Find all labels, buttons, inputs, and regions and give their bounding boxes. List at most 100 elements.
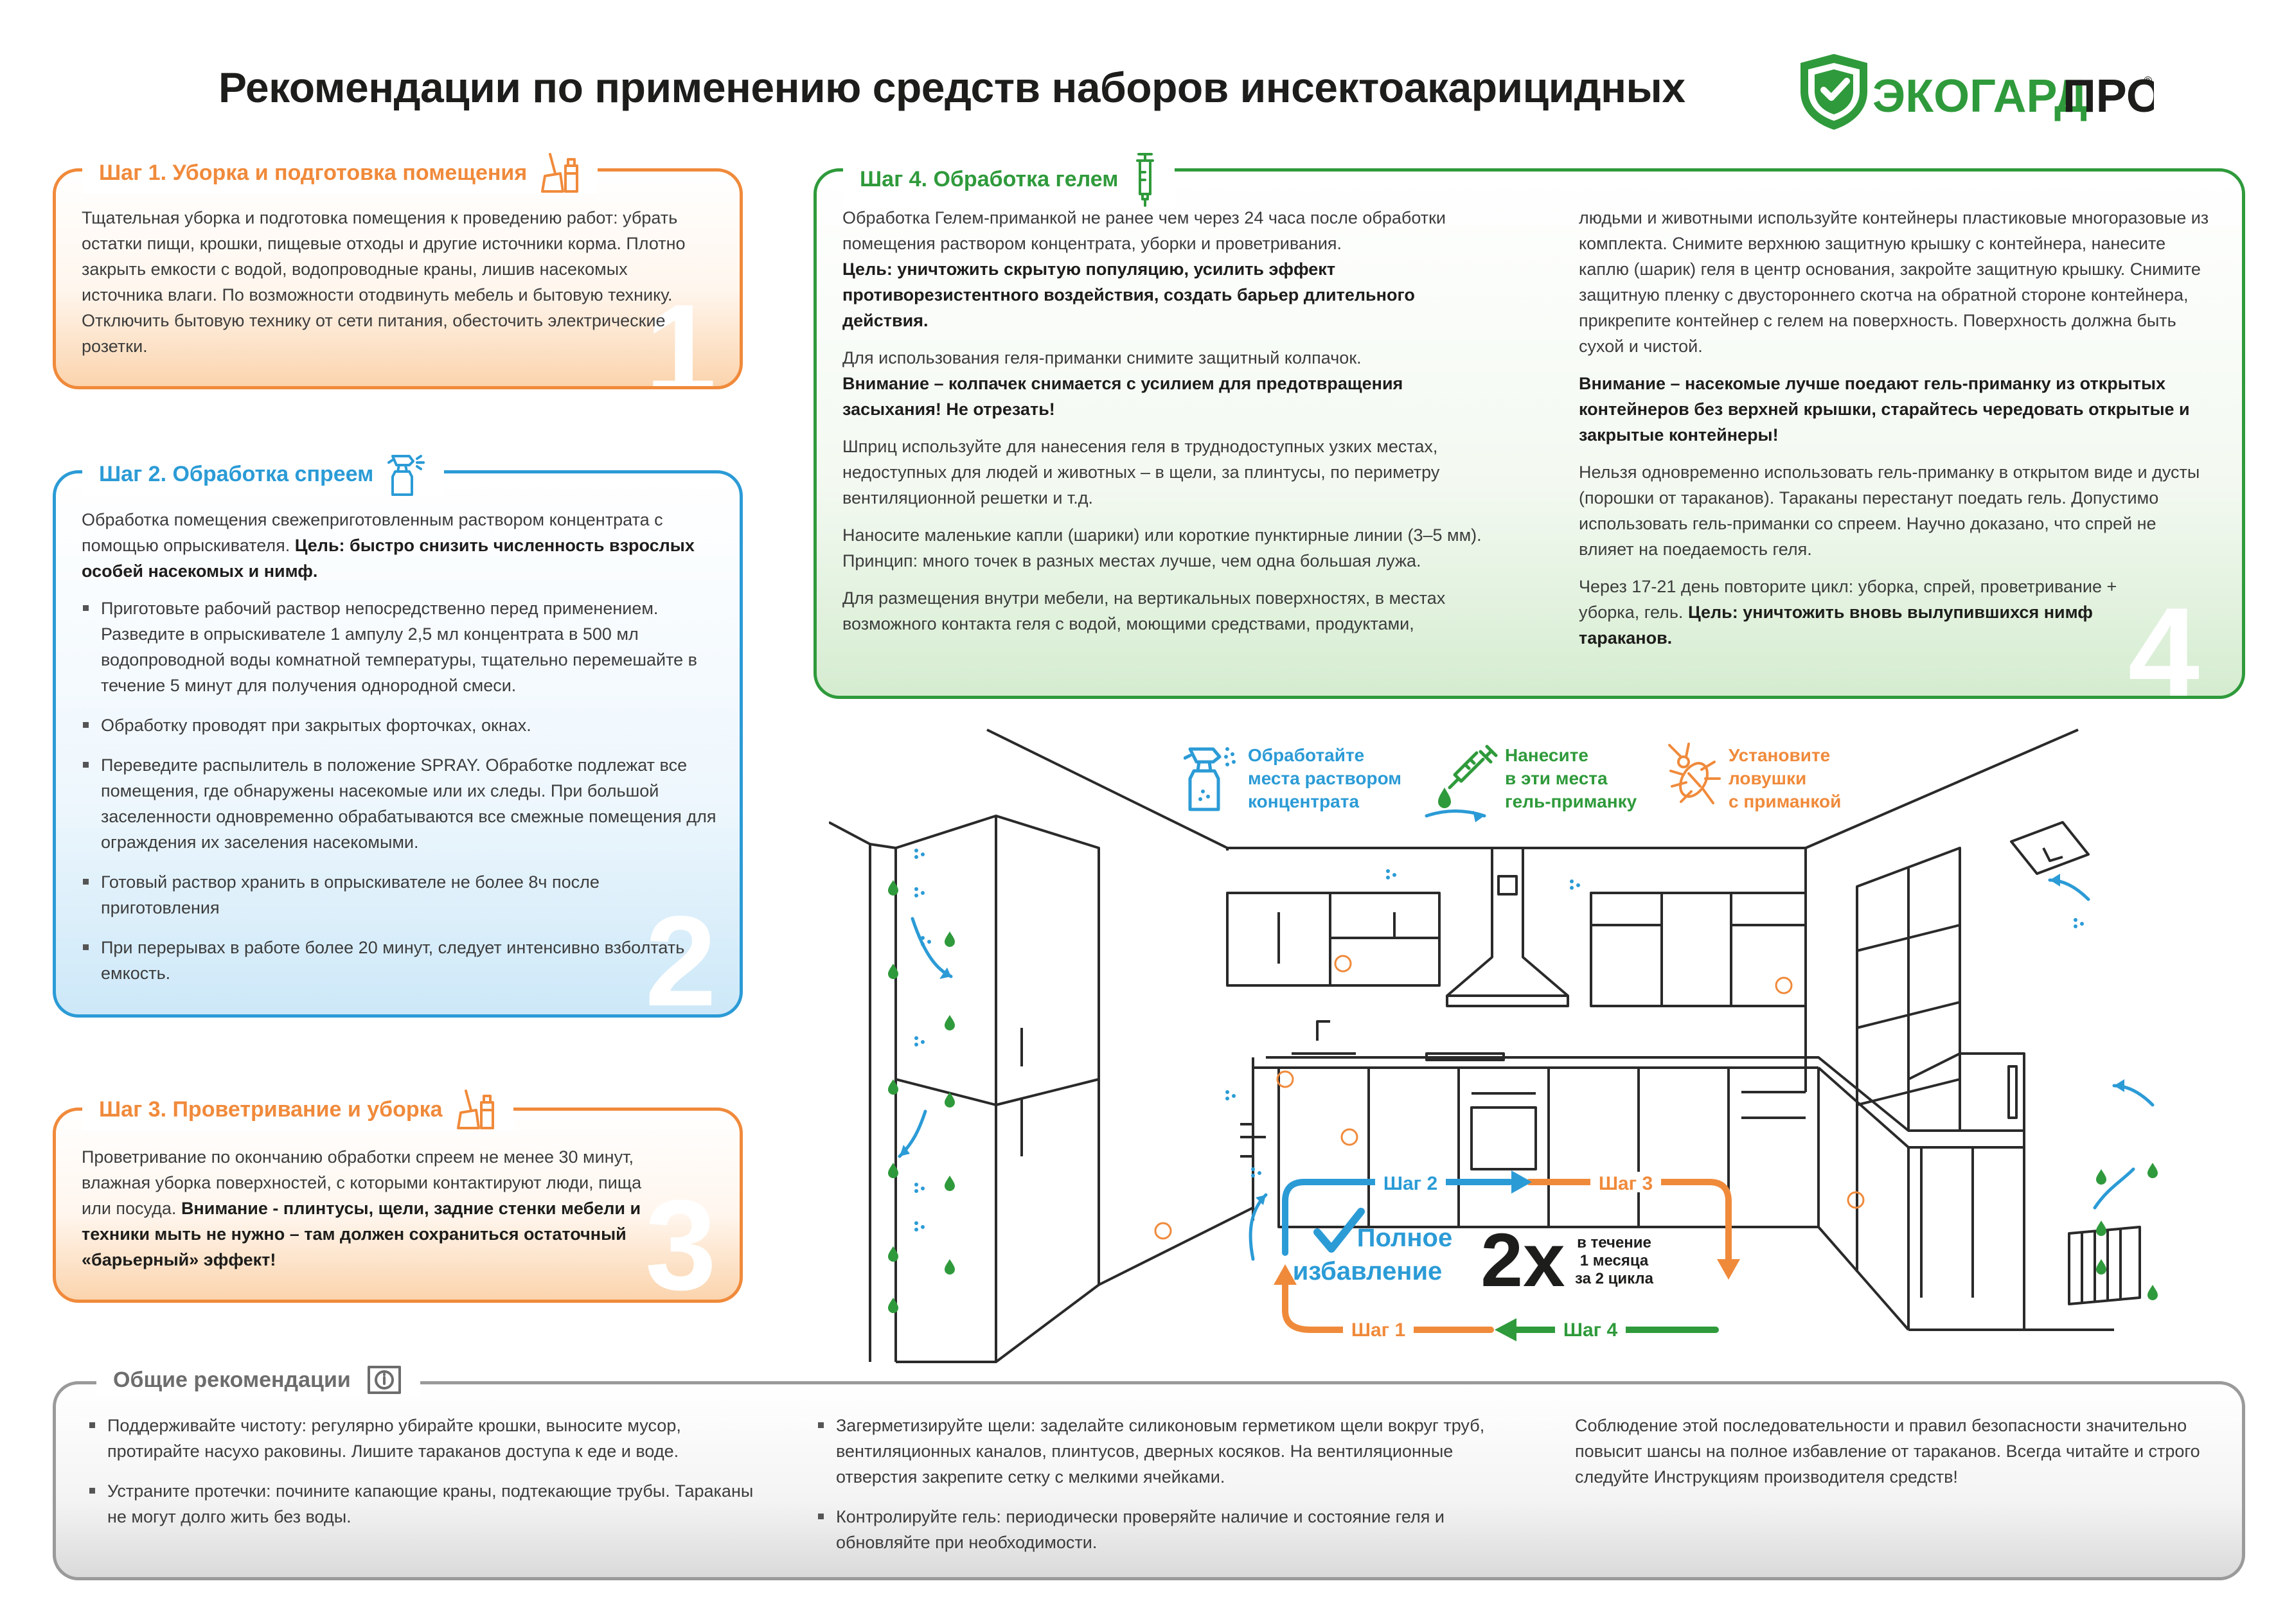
step2-title: Шаг 2. Обработка спреем — [99, 461, 374, 486]
step3-body: Проветривание по окончанию обработки спр… — [82, 1144, 673, 1273]
step2-body: Обработка помещения свежеприготовленным … — [82, 507, 718, 1000]
cleaning-icon — [456, 1090, 494, 1129]
step3-text: Проветривание по окончанию обработки спр… — [82, 1147, 642, 1218]
cycle-step-3: Шаг 3 — [1599, 1173, 1653, 1194]
list-item: При перерывах в работе более 20 минут, с… — [82, 935, 718, 986]
list-item: Устраните протечки: почините капающие кр… — [88, 1478, 763, 1530]
legend-line: места раствором — [1248, 768, 1402, 788]
step4-p9: Через 17-21 день повторите цикл: уборка,… — [1579, 574, 2144, 651]
step4-col1: Обработка Гелем-приманкой не ранее чем ч… — [842, 205, 1491, 648]
logo-text-part2: ПРО — [2063, 71, 2154, 122]
spray-icon — [387, 455, 425, 496]
cycle-arrow-orange-bottom — [1282, 1282, 1494, 1333]
step4-p2-text: Для использования геля-приманки снимите … — [842, 348, 1362, 367]
step4-p6: людьми и животными используйте контейнер… — [1579, 208, 2209, 356]
cycle-multiplier: 2х — [1480, 1218, 1565, 1303]
step3-warning: Внимание - плинтусы, щели, задние стенки… — [82, 1199, 641, 1269]
step4-card: 4 Обработка Гелем-приманкой не ранее чем… — [814, 168, 2245, 699]
legend-line: Нанесите — [1505, 745, 1588, 765]
cycle-arrow-blue — [1282, 1179, 1513, 1256]
step4-p8: Нельзя одновременно использовать гель-пр… — [1579, 463, 2200, 559]
general-col2: Загерметизируйте щели: заделайте силикон… — [817, 1413, 1498, 1569]
list-item: Загерметизируйте щели: заделайте силикон… — [817, 1413, 1498, 1490]
cockroach-icon — [1668, 743, 1721, 804]
step4-repeat-goal: Цель: уничтожить вновь вылупившихся нимф… — [1579, 603, 2093, 648]
kitchen-illustration — [829, 728, 2158, 1363]
step2-header: Шаг 2. Обработка спреем — [82, 451, 445, 497]
general-card: Поддерживайте чистоту: регулярно убирайт… — [53, 1381, 2245, 1580]
step2-intro-text: Обработка помещения свежеприготовленным … — [82, 510, 663, 555]
syringe-icon — [1136, 153, 1155, 207]
step4-p1: Обработка Гелем-приманкой не ранее чем ч… — [842, 205, 1491, 333]
step4-col2: людьми и животными используйте контейнер… — [1579, 205, 2215, 662]
check-icon — [1313, 1208, 1365, 1253]
legend: Обработайте места раствором концентрата … — [1184, 740, 1890, 817]
step4-number: 4 — [2128, 581, 2200, 699]
step3-number: 3 — [645, 1174, 716, 1303]
step2-goal: Цель: быстро снизить численность взрослы… — [82, 536, 695, 581]
cycle-result-line2: избавление — [1293, 1257, 1443, 1285]
cycle-period-line3: за 2 цикла — [1575, 1270, 1654, 1287]
cycle-result-line1: Полное — [1357, 1224, 1452, 1252]
list-item: Переведите распылитель в положение SPRAY… — [82, 752, 718, 855]
step4-cap-warning: Внимание – колпачек снимается с усилием … — [842, 374, 1403, 419]
legend-line: в эти места — [1505, 768, 1608, 788]
step1-title: Шаг 1. Уборка и подготовка помещения — [99, 160, 528, 185]
step4-p1-text: Обработка Гелем-приманкой не ранее чем ч… — [842, 208, 1446, 253]
legend-gel-text: Нанесите в эти места гель-приманку — [1505, 744, 1672, 813]
shield-logo-icon: ЭКОГАРД ПРО ® — [1800, 54, 2162, 130]
cycle-step-4: Шаг 4 — [1563, 1320, 1618, 1341]
step2-card: 2 Обработка помещения свежеприготовленны… — [53, 470, 743, 1018]
general-header: Общие рекомендации — [96, 1363, 420, 1397]
cycle-period-line1: в течение — [1577, 1234, 1651, 1251]
step1-text: Тщательная уборка и подготовка помещения… — [82, 208, 686, 356]
step4-p7: Внимание – насекомые лучше поедают гель-… — [1579, 371, 2215, 448]
step4-goal: Цель: уничтожить скрытую популяцию, усил… — [842, 260, 1415, 330]
step4-p2: Для использования геля-приманки снимите … — [842, 345, 1491, 422]
general-col3: Соблюдение этой последовательности и пра… — [1575, 1416, 2200, 1487]
step2-bullets: Приготовьте рабочий раствор непосредстве… — [82, 596, 718, 986]
legend-line: гель-приманку — [1505, 791, 1637, 811]
step4-p9-text: Через 17-21 день повторите цикл: уборка,… — [1579, 577, 2117, 622]
step4-header: Шаг 4. Обработка гелем — [843, 152, 1175, 207]
cycle-step-1: Шаг 1 — [1351, 1320, 1405, 1341]
brand-logo: ЭКОГАРД ПРО ® — [1794, 49, 2162, 132]
cycle-arrow-orange-top — [1526, 1179, 1732, 1262]
step4-p3: Шприц используйте для нанесения геля в т… — [842, 437, 1440, 508]
general-title: Общие рекомендации — [113, 1367, 351, 1392]
cycle-diagram: Шаг 2 Шаг 3 Шаг 4 Шаг 1 Полное избавлени… — [1274, 1170, 1740, 1341]
cycle-step-2: Шаг 2 — [1383, 1173, 1437, 1194]
step4-title: Шаг 4. Обработка гелем — [860, 166, 1119, 191]
list-item: Приготовьте рабочий раствор непосредстве… — [82, 596, 718, 698]
step3-header: Шаг 3. Проветривание и уборка — [82, 1088, 513, 1131]
page-title: Рекомендации по применению средств набор… — [218, 64, 1685, 111]
spray-icon — [1184, 747, 1236, 811]
step4-p4: Наносите маленькие капли (шарики) или ко… — [842, 525, 1482, 570]
legend-line: ловушки — [1729, 768, 1807, 788]
logo-registered-mark: ® — [2144, 75, 2152, 87]
step4-container-warning: Внимание – насекомые лучше поедают гель-… — [1579, 374, 2190, 445]
list-item: Поддерживайте чистоту: регулярно убирайт… — [88, 1413, 763, 1464]
step3-card: 3 Проветривание по окончанию обработки с… — [53, 1108, 743, 1303]
step1-header: Шаг 1. Уборка и подготовка помещения — [82, 152, 598, 194]
cycle-period-line2: 1 месяца — [1580, 1252, 1649, 1269]
legend-line: Установите — [1729, 745, 1831, 765]
list-item: Контролируйте гель: периодически проверя… — [817, 1504, 1498, 1555]
list-item: Обработку проводят при закрытых форточка… — [82, 712, 718, 738]
step1-number: 1 — [645, 278, 716, 389]
legend-line: Обработайте — [1248, 745, 1365, 765]
legend-line: концентрата — [1248, 791, 1360, 811]
general-col1: Поддерживайте чистоту: регулярно убирайт… — [88, 1413, 763, 1544]
step2-number: 2 — [645, 890, 716, 1018]
step3-title: Шаг 3. Проветривание и уборка — [99, 1097, 443, 1122]
step2-intro: Обработка помещения свежеприготовленным … — [82, 507, 718, 584]
legend-trap-text: Установите ловушки с приманкой — [1729, 744, 1896, 813]
legend-spray-text: Обработайте места раствором концентрата — [1248, 744, 1434, 813]
cleaning-icon — [541, 153, 579, 193]
info-icon — [367, 1366, 401, 1394]
list-item: Готовый раствор хранить в опрыскивателе … — [82, 869, 718, 921]
legend-line: с приманкой — [1729, 791, 1842, 811]
step1-card: 1 Тщательная уборка и подготовка помещен… — [53, 168, 743, 389]
step4-p5: Для размещения внутри мебели, на вертика… — [842, 588, 1446, 633]
logo-text-part1: ЭКОГАРД — [1872, 71, 2087, 122]
